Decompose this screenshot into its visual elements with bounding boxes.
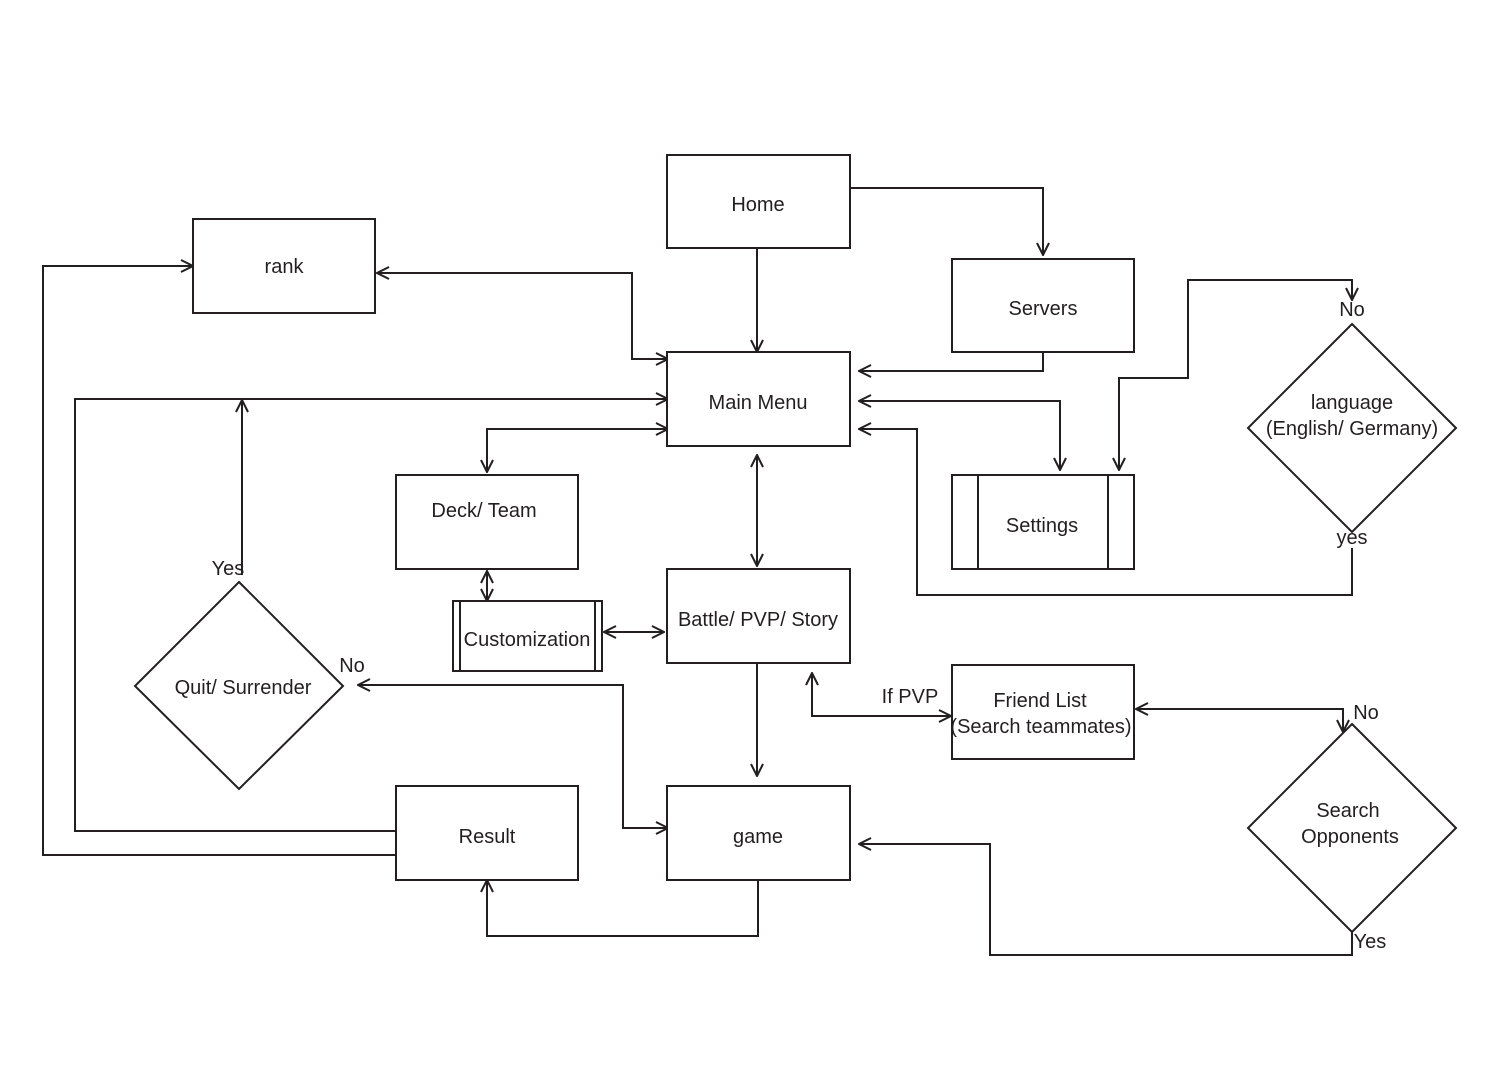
edge-servers-mainmenu (859, 353, 1044, 371)
node-quit-surrender-label: Quit/ Surrender (175, 677, 312, 699)
node-game[interactable]: game (666, 785, 851, 881)
node-deck-team-label: Deck/ Team (431, 500, 536, 522)
node-home[interactable]: Home (666, 154, 851, 249)
node-main-menu[interactable]: Main Menu (666, 351, 851, 447)
edge-friendlist-search (1136, 709, 1343, 732)
label-search-yes: Yes (1354, 931, 1387, 953)
node-result[interactable]: Result (395, 785, 579, 881)
node-result-label: Result (459, 826, 516, 848)
label-quit-yes: Yes (212, 558, 245, 580)
label-language-no: No (1339, 299, 1365, 321)
label-search-no: No (1353, 702, 1379, 724)
node-battle[interactable]: Battle/ PVP/ Story (666, 568, 851, 664)
node-search-opponents[interactable]: Search Opponents (1246, 722, 1458, 934)
node-search-opponents-label-line1: Search (1316, 800, 1379, 822)
node-quit-surrender[interactable]: Quit/ Surrender (133, 580, 345, 791)
node-rank-label: rank (265, 256, 305, 278)
node-servers-label: Servers (1009, 298, 1078, 320)
node-home-label: Home (731, 194, 784, 216)
label-language-yes: yes (1336, 527, 1367, 549)
node-friend-list-label-line2: (Search teammates) (950, 716, 1131, 738)
node-main-menu-label: Main Menu (709, 392, 808, 414)
edge-result-rank (42, 266, 396, 856)
edge-result-mainmenu (74, 399, 668, 832)
node-game-label: game (733, 826, 783, 848)
edge-rank-mainmenu (377, 273, 668, 359)
node-servers[interactable]: Servers (951, 258, 1135, 353)
edge-mainmenu-deck (487, 429, 668, 472)
node-settings[interactable]: Settings (951, 474, 1135, 570)
edge-home-servers (851, 187, 1043, 255)
node-language-label-line1: language (1311, 392, 1393, 414)
edge-battle-friendlist (812, 673, 951, 716)
edge-mainmenu-settings (859, 401, 1060, 470)
edge-language-yes-mainmenu (859, 429, 1353, 596)
node-language[interactable]: language (English/ Germany) (1246, 322, 1458, 534)
node-search-opponents-label-line2: Opponents (1301, 826, 1399, 848)
node-settings-label: Settings (1006, 515, 1078, 537)
node-customization-label: Customization (464, 629, 591, 651)
label-if-pvp: If PVP (882, 686, 939, 708)
edge-labels: No yes Yes No If PVP No Yes (212, 299, 1387, 953)
edge-quit-no-game (358, 685, 668, 828)
node-deck-team[interactable]: Deck/ Team (395, 474, 579, 570)
node-battle-label: Battle/ PVP/ Story (678, 609, 838, 631)
edge-language-no-settings (1119, 279, 1352, 470)
node-friend-list-label-line1: Friend List (993, 690, 1087, 712)
node-rank[interactable]: rank (192, 218, 376, 314)
node-customization[interactable]: Customization (452, 600, 603, 672)
label-quit-no: No (339, 655, 365, 677)
edge-game-result (487, 880, 759, 937)
node-language-label-line2: (English/ Germany) (1266, 418, 1438, 440)
node-friend-list[interactable]: Friend List (Search teammates) (950, 664, 1135, 760)
edge-search-yes-game (859, 844, 1353, 956)
connectors (42, 187, 1353, 956)
